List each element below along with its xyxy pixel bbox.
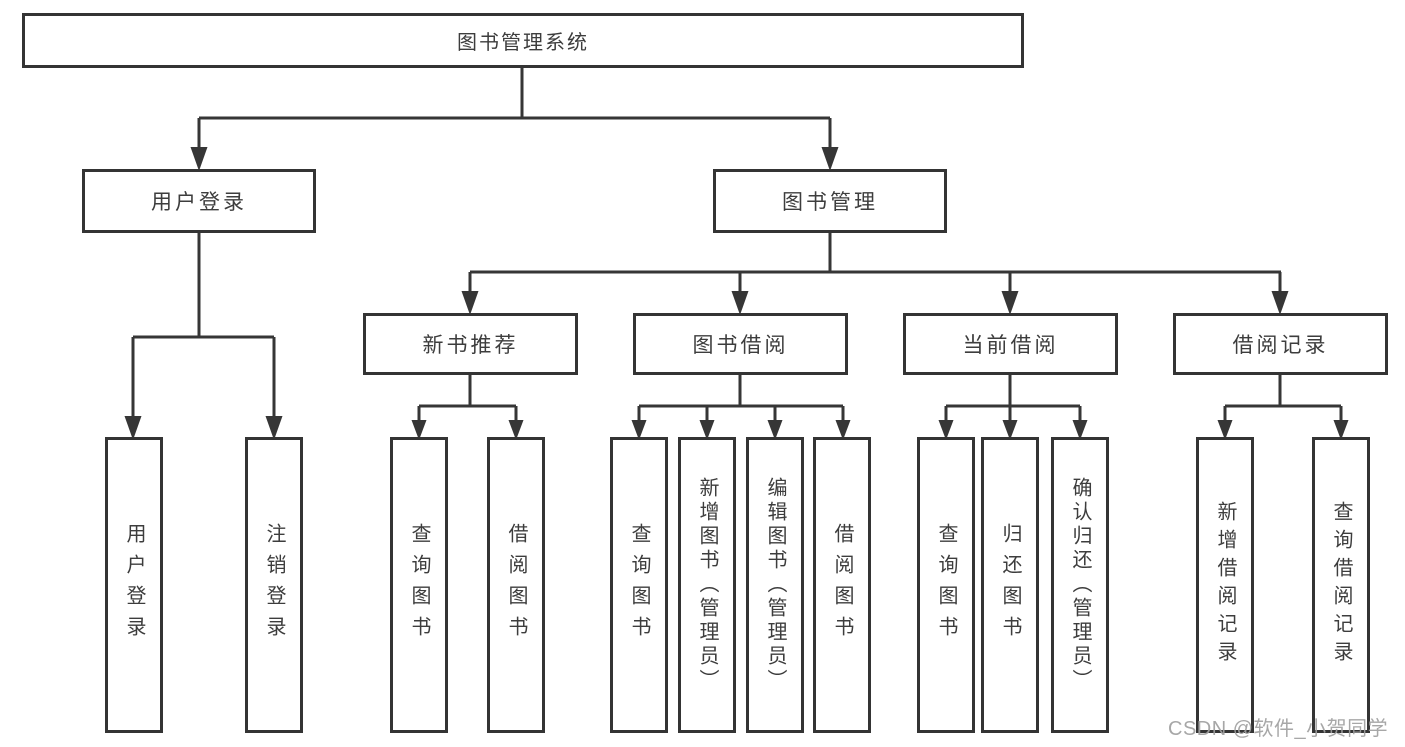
node-label: 当前借阅 bbox=[962, 334, 1059, 357]
leaf-query-borrow-record: 查询借阅记录 bbox=[1312, 437, 1370, 733]
node-borrow-records: 借阅记录 bbox=[1173, 313, 1388, 375]
node-label: 用户登录 bbox=[151, 191, 247, 214]
node-label: 新增借阅记录 bbox=[1214, 501, 1236, 669]
leaf-logout: 注销登录 bbox=[245, 437, 303, 733]
leaf-borrow-books: 借阅图书 bbox=[813, 437, 871, 733]
node-book-management: 图书管理 bbox=[713, 169, 947, 233]
node-label: 查询图书 bbox=[628, 523, 650, 647]
node-label: 确认归还（管理员） bbox=[1069, 477, 1091, 693]
connector-root-to-level2 bbox=[190, 68, 839, 171]
connector-book-borrow-children bbox=[631, 375, 851, 440]
leaf-query-books-borrow: 查询图书 bbox=[610, 437, 668, 733]
node-label: 注销登录 bbox=[263, 523, 285, 647]
node-new-book-recommend: 新书推荐 bbox=[363, 313, 578, 375]
node-current-borrow: 当前借阅 bbox=[903, 313, 1118, 375]
leaf-confirm-return-admin: 确认归还（管理员） bbox=[1051, 437, 1109, 733]
node-label: 图书借阅 bbox=[692, 334, 789, 357]
leaf-borrow-books-recommend: 借阅图书 bbox=[487, 437, 545, 733]
watermark-text: CSDN @软件_小贺同学 bbox=[1168, 718, 1389, 740]
node-label: 借阅图书 bbox=[831, 523, 853, 647]
connector-current-borrow-children bbox=[938, 375, 1088, 440]
node-library-system: 图书管理系统 bbox=[22, 13, 1024, 68]
node-label: 新增图书（管理员） bbox=[696, 477, 718, 693]
node-label: 查询图书 bbox=[935, 523, 957, 647]
node-label: 借阅图书 bbox=[505, 523, 527, 647]
node-label: 查询借阅记录 bbox=[1330, 501, 1352, 669]
leaf-edit-books-admin: 编辑图书（管理员） bbox=[746, 437, 804, 733]
leaf-query-books-current: 查询图书 bbox=[917, 437, 975, 733]
leaf-query-books-recommend: 查询图书 bbox=[390, 437, 448, 733]
node-label: 图书管理 bbox=[782, 191, 878, 214]
node-label: 归还图书 bbox=[999, 523, 1021, 647]
connector-user-login-children bbox=[124, 233, 283, 440]
node-label: 用户登录 bbox=[123, 523, 145, 647]
node-label: 新书推荐 bbox=[422, 334, 519, 357]
node-label: 借阅记录 bbox=[1232, 334, 1329, 357]
leaf-add-books-admin: 新增图书（管理员） bbox=[678, 437, 736, 733]
node-label: 编辑图书（管理员） bbox=[764, 477, 786, 693]
connector-book-mgmt-children bbox=[461, 233, 1289, 315]
node-book-borrow: 图书借阅 bbox=[633, 313, 848, 375]
connector-records-children bbox=[1217, 375, 1349, 440]
leaf-return-books: 归还图书 bbox=[981, 437, 1039, 733]
leaf-add-borrow-record: 新增借阅记录 bbox=[1196, 437, 1254, 733]
node-user-login: 用户登录 bbox=[82, 169, 316, 233]
node-label: 查询图书 bbox=[408, 523, 430, 647]
node-label: 图书管理系统 bbox=[457, 32, 589, 54]
connector-new-book-children bbox=[411, 375, 524, 440]
leaf-user-login: 用户登录 bbox=[105, 437, 163, 733]
